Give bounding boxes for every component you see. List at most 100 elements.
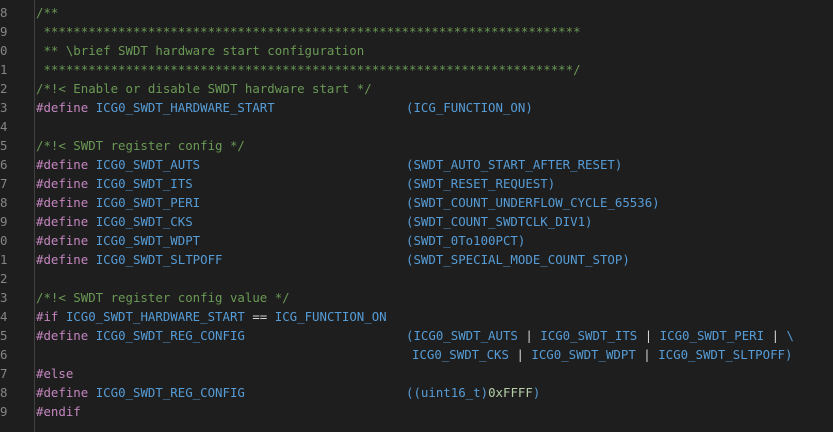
code-token: /** [36, 5, 59, 20]
code-token: ICG0_SWDT_WDPT [95, 233, 201, 248]
code-text: ** \brief SWDT hardware start configurat… [36, 41, 364, 60]
code-token: ICG0_SWDT_HARDWARE_START [95, 100, 275, 115]
code-line[interactable]: 9#define ICG0_SWDT_CKS(SWDT_COUNT_SWDTCL… [0, 212, 833, 231]
code-token: ((uint16_t) [406, 385, 489, 400]
code-token: ** \brief SWDT hardware start configurat… [36, 43, 365, 58]
code-text: /** [36, 3, 58, 22]
code-line[interactable]: 6#define ICG0_SWDT_AUTS(SWDT_AUTO_START_… [0, 155, 833, 174]
code-line[interactable]: 8 #define ICG0_SWDT_PERI (SWDT_COUNT_UNDER… [0, 193, 833, 212]
code-text: #define ICG0_SWDT_REG_CONFIG [36, 326, 245, 345]
code-text: #define ICG0_SWDT_REG_CONFIG [36, 383, 245, 402]
code-line[interactable]: 8 /** [0, 3, 833, 22]
code-token: (ICG0_SWDT_AUTS [406, 328, 526, 343]
line-number: 7 [0, 366, 8, 381]
line-number: 8 [0, 385, 8, 400]
code-line[interactable]: 7 #else [0, 364, 833, 383]
code-line[interactable]: 2 /*!< Enable or disable SWDT hardware st… [0, 79, 833, 98]
code-token: ) [532, 385, 541, 400]
code-token: #define [36, 176, 96, 191]
code-token: #define [36, 157, 96, 172]
code-text: /*!< SWDT register config value */ [36, 288, 290, 307]
line-number: 8 [0, 5, 8, 20]
macro-value: (SWDT_AUTO_START_AFTER_RESET) [406, 155, 622, 174]
macro-value: (ICG_FUNCTION_ON) [406, 98, 533, 117]
code-text: #define ICG0_SWDT_ITS [36, 174, 193, 193]
macro-value: (SWDT_RESET_REQUEST) [406, 174, 555, 193]
code-line[interactable]: 9 **************************************… [0, 22, 833, 41]
code-line[interactable]: 6 ICG0_SWDT_CKS | ICG0_SWDT_WDPT | ICG0_S… [0, 345, 833, 364]
code-text: /*!< SWDT register config */ [36, 136, 245, 155]
code-line[interactable]: 1#define ICG0_SWDT_SLTPOFF(SWDT_SPECIAL_… [0, 250, 833, 269]
line-number: 4 [0, 309, 8, 324]
code-token: ICG0_SWDT_WDPT [523, 347, 644, 362]
code-token: (ICG_FUNCTION_ON) [406, 100, 533, 115]
code-text: /*!< Enable or disable SWDT hardware sta… [36, 79, 372, 98]
code-line[interactable]: 1 **************************************… [0, 60, 833, 79]
code-line[interactable]: 2 [0, 269, 833, 288]
macro-value: (ICG0_SWDT_AUTS | ICG0_SWDT_ITS | ICG0_S… [406, 326, 794, 345]
code-token: (SWDT_RESET_REQUEST) [406, 176, 556, 191]
code-text: #define ICG0_SWDT_CKS [36, 212, 193, 231]
line-number: 0 [0, 233, 8, 248]
code-token: ICG0_SWDT_HARDWARE_START [65, 309, 245, 324]
code-token: #define [36, 195, 96, 210]
code-text: #define ICG0_SWDT_WDPT [36, 231, 200, 250]
code-token: ICG0_SWDT_CKS [95, 214, 193, 229]
macro-value-continuation: ICG0_SWDT_CKS | ICG0_SWDT_WDPT | ICG0_SW… [412, 345, 792, 364]
code-token: (SWDT_AUTO_START_AFTER_RESET) [406, 157, 623, 172]
code-token: ****************************************… [36, 24, 581, 39]
code-token: ICG0_SWDT_ITS [95, 176, 193, 191]
line-number: 2 [0, 81, 8, 96]
code-text: #if ICG0_SWDT_HARDWARE_START == ICG_FUNC… [36, 307, 387, 326]
code-text: #else [36, 364, 73, 383]
code-token: #define [36, 100, 96, 115]
code-token: | [771, 328, 780, 343]
code-token: 0xFFFF [488, 385, 533, 400]
code-token: #define [36, 214, 96, 229]
code-line[interactable]: 4 [0, 117, 833, 136]
macro-value: ((uint16_t)0xFFFF) [406, 383, 540, 402]
code-token: (SWDT_COUNT_UNDERFLOW_CYCLE_65536) [406, 195, 660, 210]
code-line[interactable]: 7 #define ICG0_SWDT_ITS (SWDT_RESET_REQUES… [0, 174, 833, 193]
code-token: ICG_FUNCTION_ON [274, 309, 387, 324]
code-line[interactable]: 8 #define ICG0_SWDT_REG_CONFIG ((uint16_t)… [0, 383, 833, 402]
line-number: 9 [0, 214, 8, 229]
code-token: /*!< SWDT register config */ [36, 138, 245, 153]
macro-value: (SWDT_COUNT_UNDERFLOW_CYCLE_65536) [406, 193, 660, 212]
code-token: | [516, 347, 524, 362]
code-line[interactable]: 5 /*!< SWDT register config */ [0, 136, 833, 155]
code-line[interactable]: 3 #define ICG0_SWDT_HARDWARE_START (ICG_FU… [0, 98, 833, 117]
code-token: #define [36, 385, 96, 400]
line-number: 7 [0, 176, 8, 191]
code-token: | [644, 328, 653, 343]
code-token: ICG0_SWDT_SLTPOFF) [650, 347, 793, 362]
code-text: #endif [36, 402, 81, 421]
code-token: #else [36, 366, 74, 381]
code-line[interactable]: 0 #define ICG0_SWDT_WDPT (SWDT_0To100PCT) [0, 231, 833, 250]
code-token: == [244, 309, 275, 324]
code-token: #define [36, 252, 96, 267]
code-line[interactable]: 0 ** \brief SWDT hardware start configur… [0, 41, 833, 60]
line-number: 9 [0, 24, 8, 39]
line-number: 6 [0, 157, 8, 172]
code-token: ICG0_SWDT_CKS [412, 347, 517, 362]
code-line[interactable]: 5#define ICG0_SWDT_REG_CONFIG(ICG0_SWDT_… [0, 326, 833, 345]
code-line[interactable]: 9#endif [0, 402, 833, 421]
line-number: 2 [0, 271, 8, 286]
line-number: 8 [0, 195, 8, 210]
code-token: (SWDT_0To100PCT) [406, 233, 526, 248]
line-number: 3 [0, 100, 8, 115]
code-token: #define [36, 233, 96, 248]
code-token: ICG0_SWDT_SLTPOFF [95, 252, 223, 267]
line-number: 1 [0, 252, 8, 267]
code-token: ICG0_SWDT_PERI [95, 195, 201, 210]
line-number: 6 [0, 347, 8, 362]
code-token: /*!< Enable or disable SWDT hardware sta… [36, 81, 372, 96]
code-token: \ [779, 328, 794, 343]
code-line[interactable]: 3/*!< SWDT register config value */ [0, 288, 833, 307]
code-token: ICG0_SWDT_REG_CONFIG [95, 385, 245, 400]
line-number: 5 [0, 138, 8, 153]
code-line[interactable]: 4 #if ICG0_SWDT_HARDWARE_START == ICG_FUN… [0, 307, 833, 326]
code-text: ****************************************… [36, 22, 581, 41]
